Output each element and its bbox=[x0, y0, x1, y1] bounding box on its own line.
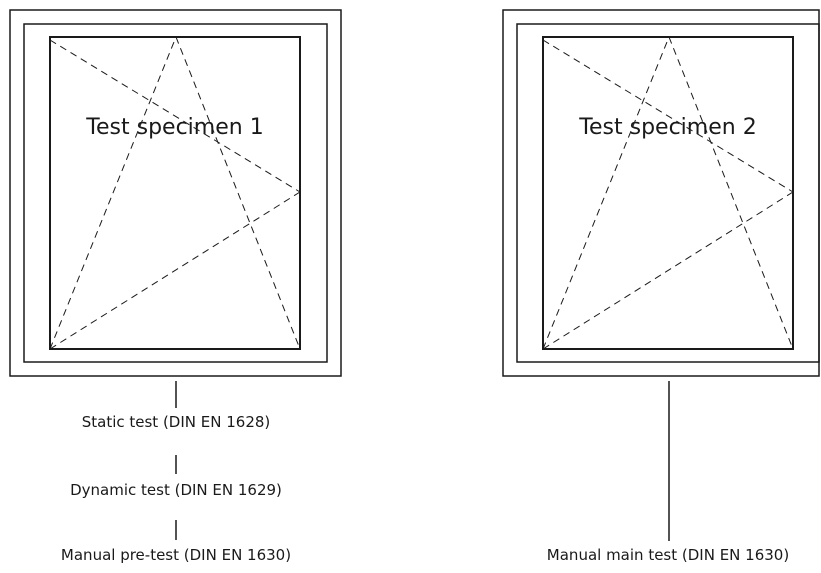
specimen-2-opening-lines bbox=[542, 36, 794, 350]
specimen-1-window bbox=[9, 9, 342, 377]
specimen-1-outer-frame bbox=[9, 9, 342, 377]
specimen-1-opening-lines bbox=[49, 36, 301, 350]
specimen-2-window bbox=[502, 9, 820, 377]
specimen-1-middle-frame bbox=[23, 23, 328, 363]
specimen-2-outer-frame bbox=[502, 9, 820, 377]
specimen-1-test-dynamic: Dynamic test (DIN EN 1629) bbox=[70, 481, 282, 499]
specimen-2-title: Test specimen 2 bbox=[579, 115, 757, 140]
specimen-2-sash bbox=[542, 36, 794, 350]
specimen-1-sash bbox=[49, 36, 301, 350]
specimen-2-test-manual-main: Manual main test (DIN EN 1630) bbox=[546, 546, 790, 564]
specimen-2-middle-frame bbox=[516, 23, 820, 363]
specimen-1-test-manual-pre: Manual pre-test (DIN EN 1630) bbox=[60, 546, 292, 564]
specimen-1-test-static: Static test (DIN EN 1628) bbox=[81, 413, 271, 431]
specimen-1-title: Test specimen 1 bbox=[86, 115, 264, 140]
